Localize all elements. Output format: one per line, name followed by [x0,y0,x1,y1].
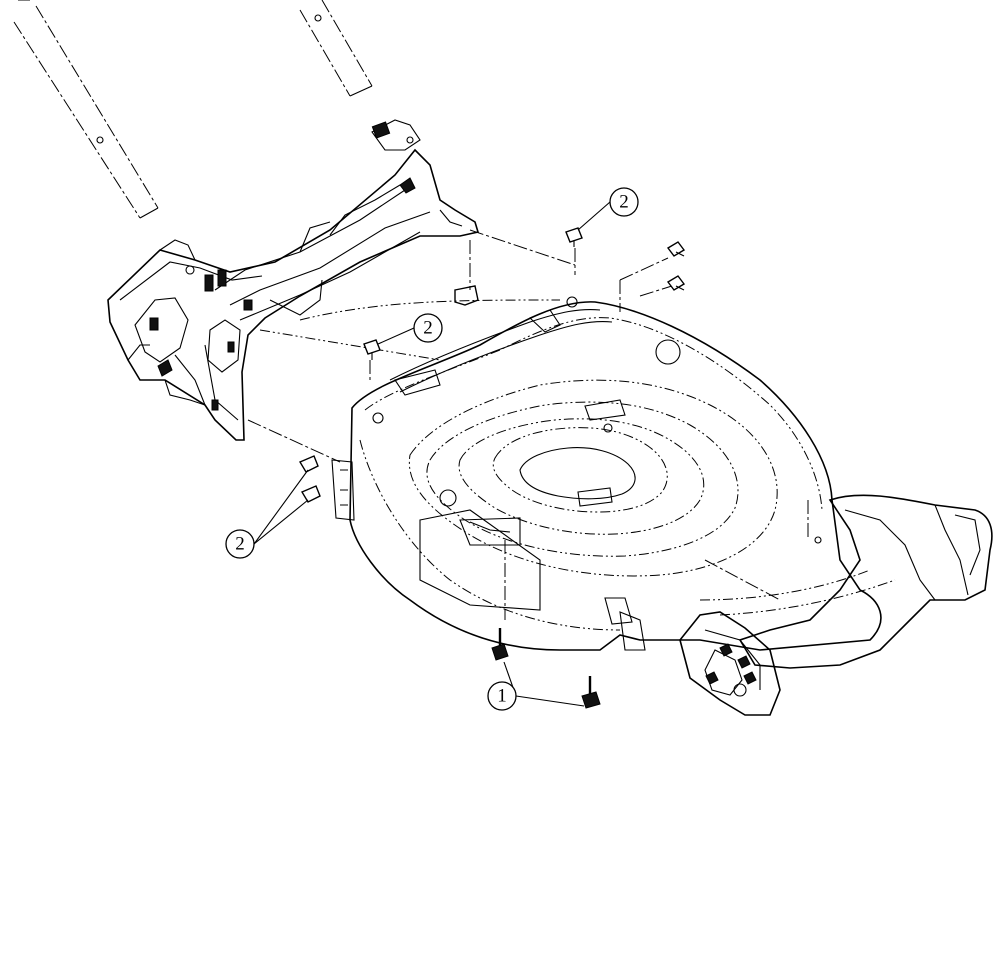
screw-lower-left-2 [300,485,321,503]
mower-deck [331,296,882,651]
rear-handle-housing [107,119,480,441]
height-adjuster [619,611,781,716]
callout-2-lower-label: 2 [235,534,245,555]
callout-2-middle: 2 [377,313,443,345]
callout-1-label: 1 [497,686,507,707]
callout-2-lower: 2 [225,469,309,559]
callout-1: 1 [487,661,585,711]
screw-upper-right-2 [666,241,686,257]
handle-tube-left [13,0,159,219]
rear-chute [699,494,993,669]
callout-2-upper-label: 2 [619,192,629,213]
handle-tube-right [299,0,373,97]
screw-middle [363,339,381,360]
screw-upper-right-1 [565,227,583,247]
screw-upper-right-3 [666,275,686,291]
bolt-lower-1 [491,628,509,661]
callout-2-middle-label: 2 [423,318,433,339]
screw-lower-left-1 [298,455,319,473]
bolt-lower-2 [581,676,601,709]
projection-lines [247,229,676,463]
callout-2-upper: 2 [577,187,639,231]
